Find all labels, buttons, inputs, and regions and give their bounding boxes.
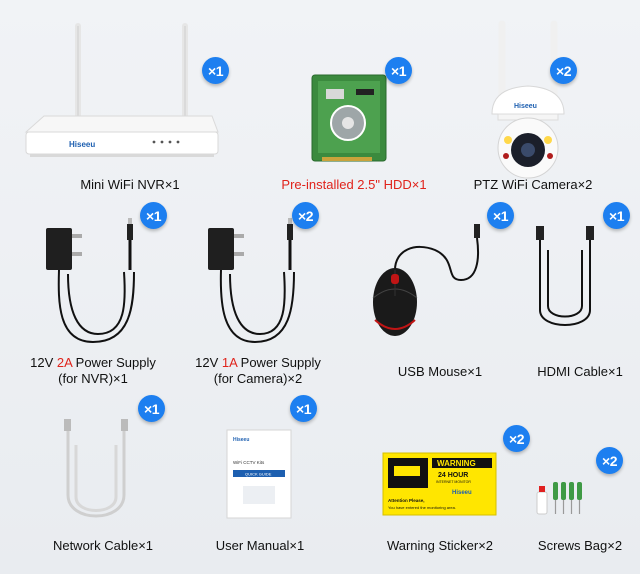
power-supply-nvr-label-post: Power Supply [72, 355, 156, 370]
svg-text:QUICK GUIDE: QUICK GUIDE [245, 472, 272, 477]
nvr-label: Mini WiFi NVR×1 [80, 177, 180, 192]
svg-text:You have entered the monitorin: You have entered the monitoring area. [388, 505, 456, 510]
svg-text:Attention Please,: Attention Please, [388, 498, 425, 503]
power-supply-camera-label: 12V 1A Power Supply (for Camera)×2 [183, 355, 333, 387]
user-manual-image: Hiseeu WiFi CCTV Kits QUICK GUIDE [226, 429, 292, 519]
mouse-image [372, 224, 480, 336]
camera-quantity-badge: ×2 [550, 57, 577, 84]
svg-text:INTERNET MONITOR: INTERNET MONITOR [436, 480, 471, 484]
warning-sticker-quantity-badge: ×2 [503, 425, 530, 452]
svg-text:Hiseeu: Hiseeu [233, 437, 249, 443]
mouse-quantity-badge: ×1 [487, 202, 514, 229]
svg-text:24 HOUR: 24 HOUR [438, 472, 468, 479]
svg-text:WARNING: WARNING [437, 459, 476, 468]
power-supply-camera-label-pre: 12V [195, 355, 222, 370]
screws-bag-label: Screws Bag×2 [537, 538, 623, 553]
power-supply-camera-label-line2: (for Camera)×2 [213, 371, 303, 386]
hdd-label: Pre-installed 2.5" HDD×1 [281, 177, 427, 192]
hdmi-cable-image [536, 226, 594, 326]
svg-text:WiFi CCTV Kits: WiFi CCTV Kits [233, 460, 265, 465]
user-manual-quantity-badge: ×1 [290, 395, 317, 422]
svg-text:Hiseeu: Hiseeu [452, 490, 472, 496]
hdmi-cable-label: HDMI Cable×1 [537, 364, 623, 379]
power-supply-nvr-quantity-badge: ×1 [140, 202, 167, 229]
network-cable-image [64, 419, 128, 518]
power-supply-nvr-label: 12V 2A Power Supply (for NVR)×1 [18, 355, 168, 387]
mouse-label: USB Mouse×1 [397, 364, 483, 379]
power-supply-camera-label-post: Power Supply [237, 355, 321, 370]
network-cable-quantity-badge: ×1 [138, 395, 165, 422]
power-supply-nvr-label-line2: (for NVR)×1 [58, 371, 128, 386]
warning-sticker-label: Warning Sticker×2 [386, 538, 494, 553]
hdd-quantity-badge: ×1 [385, 57, 412, 84]
user-manual-label: User Manual×1 [215, 538, 305, 553]
screws-bag-quantity-badge: ×2 [596, 447, 623, 474]
nvr-image: Hiseeu [24, 23, 219, 157]
nvr-quantity-badge: ×1 [202, 57, 229, 84]
screws-bag-image [536, 482, 582, 515]
power-supply-camera-image [208, 218, 295, 344]
power-supply-nvr-label-pre: 12V [30, 355, 57, 370]
power-supply-camera-quantity-badge: ×2 [292, 202, 319, 229]
svg-text:Hiseeu: Hiseeu [69, 140, 95, 149]
power-supply-camera-amperage: 1A [221, 355, 238, 370]
camera-image: Hiseeu [491, 20, 565, 179]
camera-label: PTZ WiFi Camera×2 [473, 177, 593, 192]
power-supply-nvr-image [46, 218, 135, 344]
hdmi-cable-quantity-badge: ×1 [603, 202, 630, 229]
warning-sticker-image: WARNING 24 HOUR INTERNET MONITOR Hiseeu … [382, 452, 497, 516]
network-cable-label: Network Cable×1 [52, 538, 154, 553]
hdd-image [311, 74, 387, 162]
svg-text:Hiseeu: Hiseeu [514, 103, 537, 110]
power-supply-nvr-amperage: 2A [56, 355, 73, 370]
